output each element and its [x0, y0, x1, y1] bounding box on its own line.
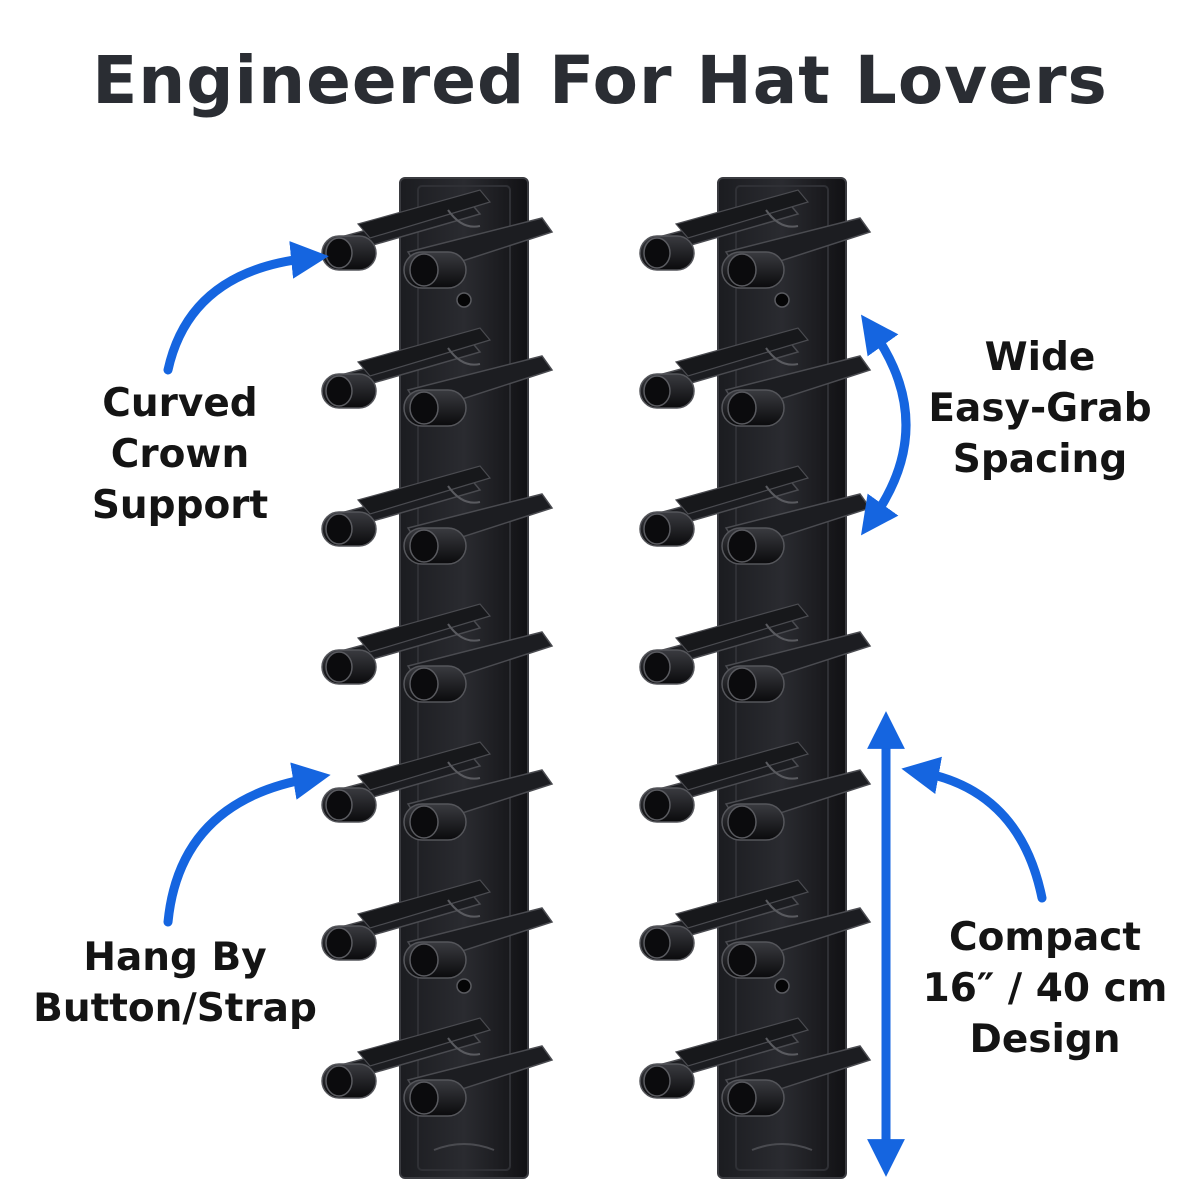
callout-line: Button/Strap [33, 986, 317, 1031]
curved-arrow-icon [163, 762, 331, 927]
callout-line: Crown [110, 432, 250, 477]
callout-line: 16″ / 40 cm [922, 966, 1168, 1011]
callout-curved-crown-support: Curved Crown Support [55, 378, 305, 531]
callout-line: Easy-Grab [928, 386, 1152, 431]
callout-line: Compact [948, 915, 1142, 960]
curved-arrow-icon [901, 756, 1047, 903]
callout-wide-spacing: Wide Easy-Grab Spacing [920, 332, 1160, 485]
hat-rack-left [322, 178, 552, 1178]
callout-line: Hang By [83, 935, 267, 980]
double-arrow-icon [861, 314, 911, 536]
callout-compact-design: Compact 16″ / 40 cm Design [915, 912, 1175, 1065]
hat-rack-right [640, 178, 870, 1178]
curved-arrow-icon [163, 241, 329, 375]
headline: Engineered For Hat Lovers [92, 42, 1108, 119]
callout-line: Spacing [952, 437, 1128, 482]
callout-line: Support [91, 483, 269, 528]
callout-line: Design [969, 1017, 1121, 1062]
callout-hang-by-button: Hang By Button/Strap [20, 932, 330, 1034]
callout-line: Wide [984, 335, 1096, 380]
callout-line: Curved [102, 381, 258, 426]
